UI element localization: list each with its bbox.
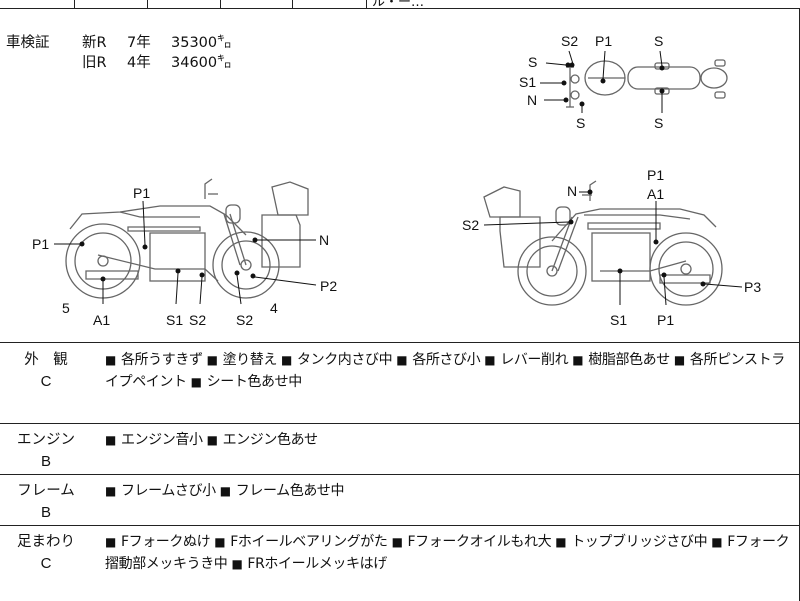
section-notes: ■フレームさび小 ■フレーム色あせ中 (105, 480, 793, 502)
svg-text:P1: P1 (657, 312, 674, 328)
svg-text:S: S (654, 33, 663, 49)
condition-item: ■Fフォークぬけ (105, 534, 211, 550)
condition-item: ■各所うすきず (105, 352, 203, 368)
left-view-markers (79, 237, 258, 282)
registration-record-old: 旧R 4年 34600㌔ (82, 53, 232, 73)
svg-text:4: 4 (270, 300, 278, 316)
section-heading: 外 観 C (0, 349, 92, 393)
svg-text:S2: S2 (189, 312, 206, 328)
svg-text:N: N (527, 92, 537, 108)
svg-text:S: S (576, 115, 585, 131)
condition-item: ■シート色あせ中 (190, 374, 303, 390)
svg-text:P1: P1 (32, 236, 49, 252)
svg-text:S1: S1 (519, 74, 536, 90)
section-heading: エンジン B (0, 429, 92, 473)
section-name: フレーム (17, 483, 75, 499)
registration-record-new: 新R 7年 35300㌔ (82, 33, 232, 53)
section-name: 外 観 (24, 352, 68, 368)
svg-text:5: 5 (62, 300, 70, 316)
svg-text:S2: S2 (462, 217, 479, 233)
svg-text:S: S (654, 115, 663, 131)
diagram-art: S S2 P1 S S1 N S S (32, 33, 761, 328)
condition-item: ■レバー削れ (484, 352, 569, 368)
record-year: 7年 (127, 35, 151, 51)
section-row-engine: エンジン B ■エンジン音小 ■エンジン色あせ (0, 423, 800, 475)
top-view-markers (561, 62, 665, 107)
section-grade: C (40, 373, 52, 390)
svg-text:N: N (567, 183, 577, 199)
svg-text:N: N (319, 232, 329, 248)
svg-text:S2: S2 (236, 312, 253, 328)
condition-item: ■フレームさび小 (105, 483, 216, 499)
condition-item: ■各所ピンストライプペイント (105, 352, 785, 390)
section-grade: B (40, 504, 51, 521)
svg-text:A1: A1 (647, 186, 664, 202)
svg-text:S: S (528, 54, 537, 70)
section-row-suspension: 足まわり C ■Fフォークぬけ ■Fホイールベアリングがた ■Fフォークオイルも… (0, 525, 800, 601)
condition-item: ■エンジン音小 (105, 432, 203, 448)
motorcycle-right-side-icon (483, 180, 723, 306)
left-view-labels: P1 P1 N P2 5 A1 S1 S2 S2 4 (32, 185, 337, 328)
section-name: 足まわり (17, 534, 75, 550)
registration-label: 車検証 (6, 35, 50, 51)
svg-text:S1: S1 (610, 312, 627, 328)
condition-item: ■Fフォーク摺動部メッキうき中 (105, 534, 790, 572)
section-heading: フレーム B (0, 480, 92, 524)
section-name: エンジン (17, 432, 75, 448)
condition-item: ■タンク内さび中 (281, 352, 393, 368)
record-mileage: 34600㌔ (171, 55, 232, 71)
section-row-exterior: 外 観 C ■各所うすきず ■塗り替え ■タンク内さび中 ■各所さび小 ■レバー… (0, 343, 800, 424)
record-year: 4年 (127, 55, 151, 71)
header-cell-divider (292, 0, 293, 8)
right-view-labels: P1 A1 N S2 P3 S1 P1 (462, 167, 761, 328)
svg-text:P2: P2 (320, 278, 337, 294)
condition-item: ■エンジン色あせ (206, 432, 319, 448)
section-notes: ■各所うすきず ■塗り替え ■タンク内さび中 ■各所さび小 ■レバー削れ ■樹脂… (105, 349, 793, 393)
svg-text:P3: P3 (744, 279, 761, 295)
svg-text:P1: P1 (647, 167, 664, 183)
header-cell-divider (74, 0, 75, 8)
motorcycle-top-view-icon (566, 59, 728, 108)
condition-item: ■塗り替え (206, 352, 278, 368)
header-row-strip: ル・ー… (0, 0, 800, 10)
section-notes: ■Fフォークぬけ ■Fホイールベアリングがた ■Fフォークオイルもれ大 ■トップ… (105, 531, 793, 575)
svg-text:A1: A1 (93, 312, 110, 328)
header-cell-divider (366, 0, 367, 8)
section-notes: ■エンジン音小 ■エンジン色あせ (105, 429, 793, 451)
condition-table: 外 観 C ■各所うすきず ■塗り替え ■タンク内さび中 ■各所さび小 ■レバー… (0, 342, 800, 601)
record-mileage: 35300㌔ (171, 35, 232, 51)
condition-item: ■Fホイールベアリングがた (214, 534, 388, 550)
condition-item: ■Fフォークオイルもれ大 (391, 534, 552, 550)
svg-text:S2: S2 (561, 33, 578, 49)
section-heading: 足まわり C (0, 531, 92, 575)
record-era: 新R (82, 35, 107, 51)
header-cell-divider (220, 0, 221, 8)
top-view-leaders (540, 50, 663, 113)
right-view-leaders (483, 191, 743, 306)
condition-item: ■樹脂部色あせ (572, 352, 670, 368)
condition-item: ■トップブリッジさび中 (555, 534, 708, 550)
header-cell-divider (147, 0, 148, 8)
header-fragment: ル・ー… (372, 0, 425, 10)
left-view-leaders (54, 200, 317, 305)
condition-item: ■FRホイールメッキはげ (231, 556, 387, 572)
condition-item: ■各所さび小 (396, 352, 481, 368)
svg-text:S1: S1 (166, 312, 183, 328)
svg-text:P1: P1 (595, 33, 612, 49)
section-grade: B (40, 453, 51, 470)
vehicle-diagram-panel: 車検証 新R 7年 35300㌔ 旧R 4年 34600㌔ (0, 9, 800, 342)
right-view-markers (568, 189, 706, 287)
section-grade: C (40, 555, 52, 572)
svg-text:P1: P1 (133, 185, 150, 201)
condition-item: ■フレーム色あせ中 (219, 483, 345, 499)
section-row-frame: フレーム B ■フレームさび小 ■フレーム色あせ中 (0, 474, 800, 526)
record-era: 旧R (82, 55, 107, 71)
top-view-labels: S S2 P1 S S1 N S S (519, 33, 663, 131)
